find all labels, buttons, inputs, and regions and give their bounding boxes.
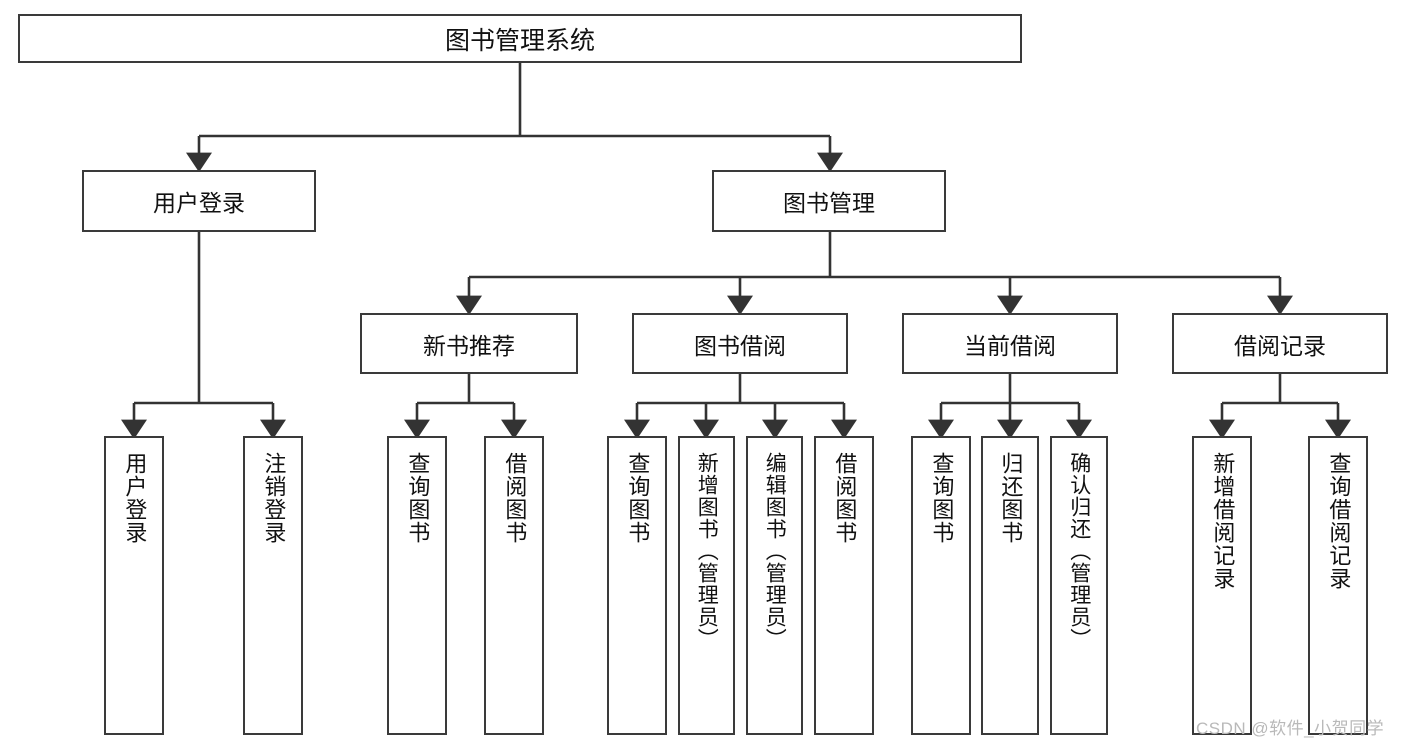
leaf-label: 查询图书: [625, 452, 651, 544]
leaf-book-borrow-edit[interactable]: 编辑图书（管理员）: [746, 436, 803, 735]
node-book-management[interactable]: 图书管理: [712, 170, 946, 232]
leaf-new-book-query[interactable]: 查询图书: [387, 436, 447, 735]
node-borrow-records[interactable]: 借阅记录: [1172, 313, 1388, 374]
node-book-borrow-label: 图书借阅: [694, 332, 786, 359]
node-root-label: 图书管理系统: [444, 26, 595, 55]
node-new-book-recommend-label: 新书推荐: [423, 332, 515, 359]
leaf-label: 新增借阅记录: [1210, 452, 1236, 590]
leaf-book-borrow-query[interactable]: 查询图书: [607, 436, 667, 735]
leaf-new-book-borrow[interactable]: 借阅图书: [484, 436, 544, 735]
leaf-label: 查询图书: [405, 452, 431, 544]
node-root-system[interactable]: 图书管理系统: [18, 14, 1022, 63]
leaf-current-borrow-query[interactable]: 查询图书: [911, 436, 971, 735]
leaf-borrow-records-add[interactable]: 新增借阅记录: [1192, 436, 1252, 735]
leaf-label: 确认归还（管理员）: [1067, 452, 1091, 650]
node-new-book-recommend[interactable]: 新书推荐: [360, 313, 578, 374]
leaf-label: 借阅图书: [832, 452, 858, 544]
leaf-book-borrow-borrow[interactable]: 借阅图书: [814, 436, 874, 735]
leaf-label: 查询图书: [929, 452, 955, 544]
leaf-label: 借阅图书: [502, 452, 528, 544]
leaf-label: 新增图书（管理员）: [695, 452, 719, 650]
leaf-borrow-records-query[interactable]: 查询借阅记录: [1308, 436, 1368, 735]
leaf-book-borrow-add[interactable]: 新增图书（管理员）: [678, 436, 735, 735]
node-current-borrow-label: 当前借阅: [964, 332, 1056, 359]
leaf-user-login-login[interactable]: 用户登录: [104, 436, 164, 735]
node-borrow-records-label: 借阅记录: [1234, 332, 1326, 359]
node-user-login[interactable]: 用户登录: [82, 170, 316, 232]
leaf-label: 注销登录: [261, 452, 287, 544]
leaf-current-borrow-confirm-return[interactable]: 确认归还（管理员）: [1050, 436, 1108, 735]
leaf-user-login-logout[interactable]: 注销登录: [243, 436, 303, 735]
leaf-label: 查询借阅记录: [1326, 452, 1352, 590]
leaf-label: 用户登录: [122, 452, 148, 544]
node-book-borrow[interactable]: 图书借阅: [632, 313, 848, 374]
node-book-management-label: 图书管理: [783, 190, 875, 216]
leaf-label: 归还图书: [998, 452, 1024, 544]
leaf-current-borrow-return[interactable]: 归还图书: [981, 436, 1039, 735]
leaf-label: 编辑图书（管理员）: [763, 452, 787, 650]
node-current-borrow[interactable]: 当前借阅: [902, 313, 1118, 374]
node-user-login-label: 用户登录: [153, 190, 245, 216]
